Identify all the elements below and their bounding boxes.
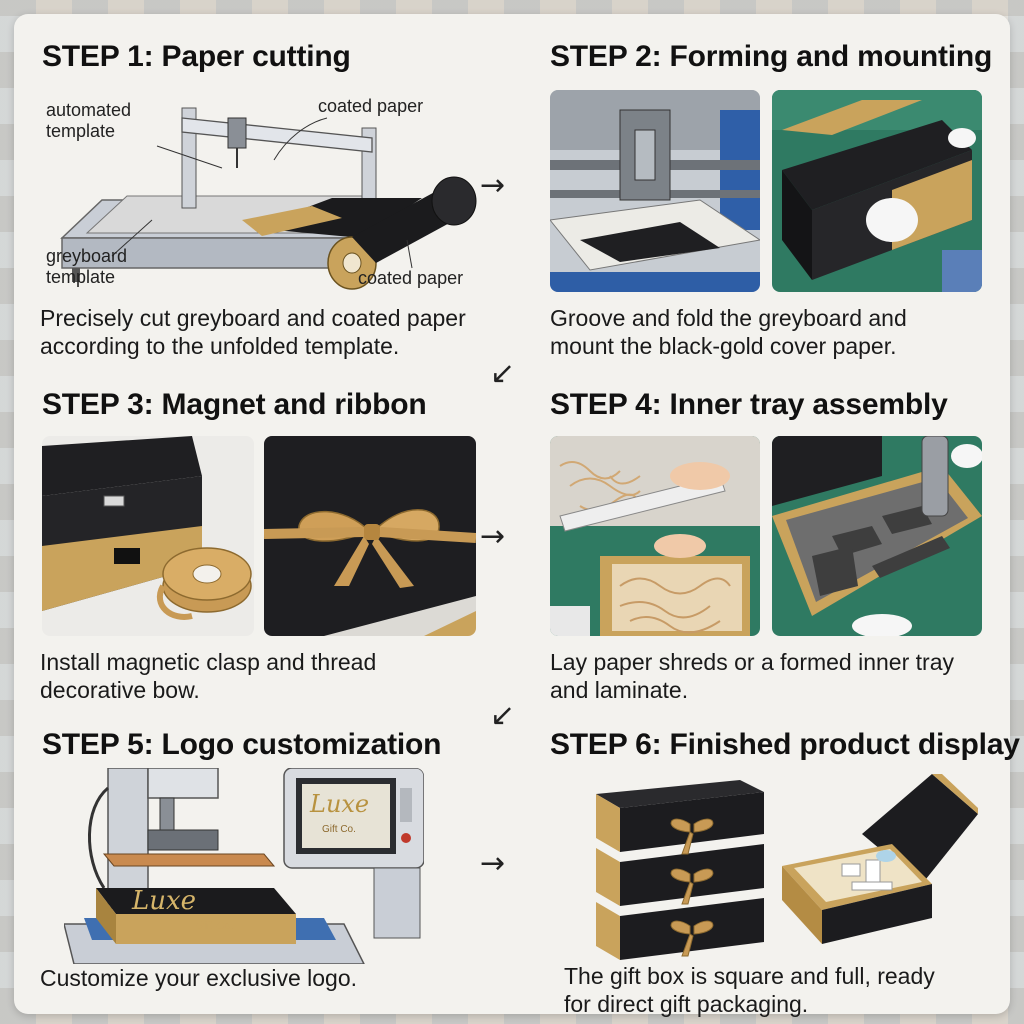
step-6-caption: The gift box is square and full, ready f… [564, 963, 935, 1017]
step-1-title: STEP 1: Paper cutting [42, 40, 351, 73]
box-logo-sub: Gift Co. [196, 920, 234, 932]
step-4-title: STEP 4: Inner tray assembly [550, 388, 948, 421]
step-4-photo-shreds [550, 436, 760, 636]
step-2-photo-machine [550, 90, 760, 292]
step-5-title: STEP 5: Logo customization [42, 728, 442, 761]
step-3-title: STEP 3: Magnet and ribbon [42, 388, 427, 421]
screen-logo-sub: Gift Co. [322, 824, 356, 835]
step-5-caption: Customize your exclusive logo. [40, 965, 358, 991]
step-3-caption: Install magnetic clasp and thread decora… [40, 649, 377, 703]
step-6-title: STEP 6: Finished product display [550, 728, 1020, 761]
step-3-photo-ribbon-bow [264, 436, 476, 636]
infographic-card: STEP 1: Paper cutting [14, 14, 1020, 1017]
screen-logo-brand: Luxe [310, 790, 370, 818]
arrow-right-3: → [480, 846, 506, 881]
box-logo-brand: Luxe [132, 886, 197, 916]
step-6-photo-stacked-boxes [590, 774, 770, 964]
step-3-photo-magnet [42, 436, 254, 636]
label-greyboard-template: greyboard template [46, 246, 128, 287]
step-1-caption: Precisely cut greyboard and coated paper… [40, 305, 466, 359]
step-4-photo-tray [772, 436, 982, 636]
arrow-down-left-2: ↙ [490, 698, 516, 733]
step-1-illustration [42, 88, 492, 298]
label-coated-paper-top: coated paper [318, 96, 424, 116]
step-2-photo-mounting [772, 90, 982, 292]
arrow-right-1: → [480, 168, 506, 203]
step-6-photo-open-box [782, 774, 978, 944]
step-2-title: STEP 2: Forming and mounting [550, 40, 993, 73]
label-coated-paper-roll: coated paper [358, 268, 464, 288]
step-4-caption: Lay paper shreds or a formed inner tray … [550, 649, 954, 703]
label-automated-template: automated template [46, 100, 132, 141]
step-5-illustration [64, 768, 424, 964]
arrow-down-left-1: ↙ [490, 356, 516, 391]
step-2-caption: Groove and fold the greyboard and mount … [550, 305, 907, 359]
arrow-right-2: → [480, 519, 506, 554]
